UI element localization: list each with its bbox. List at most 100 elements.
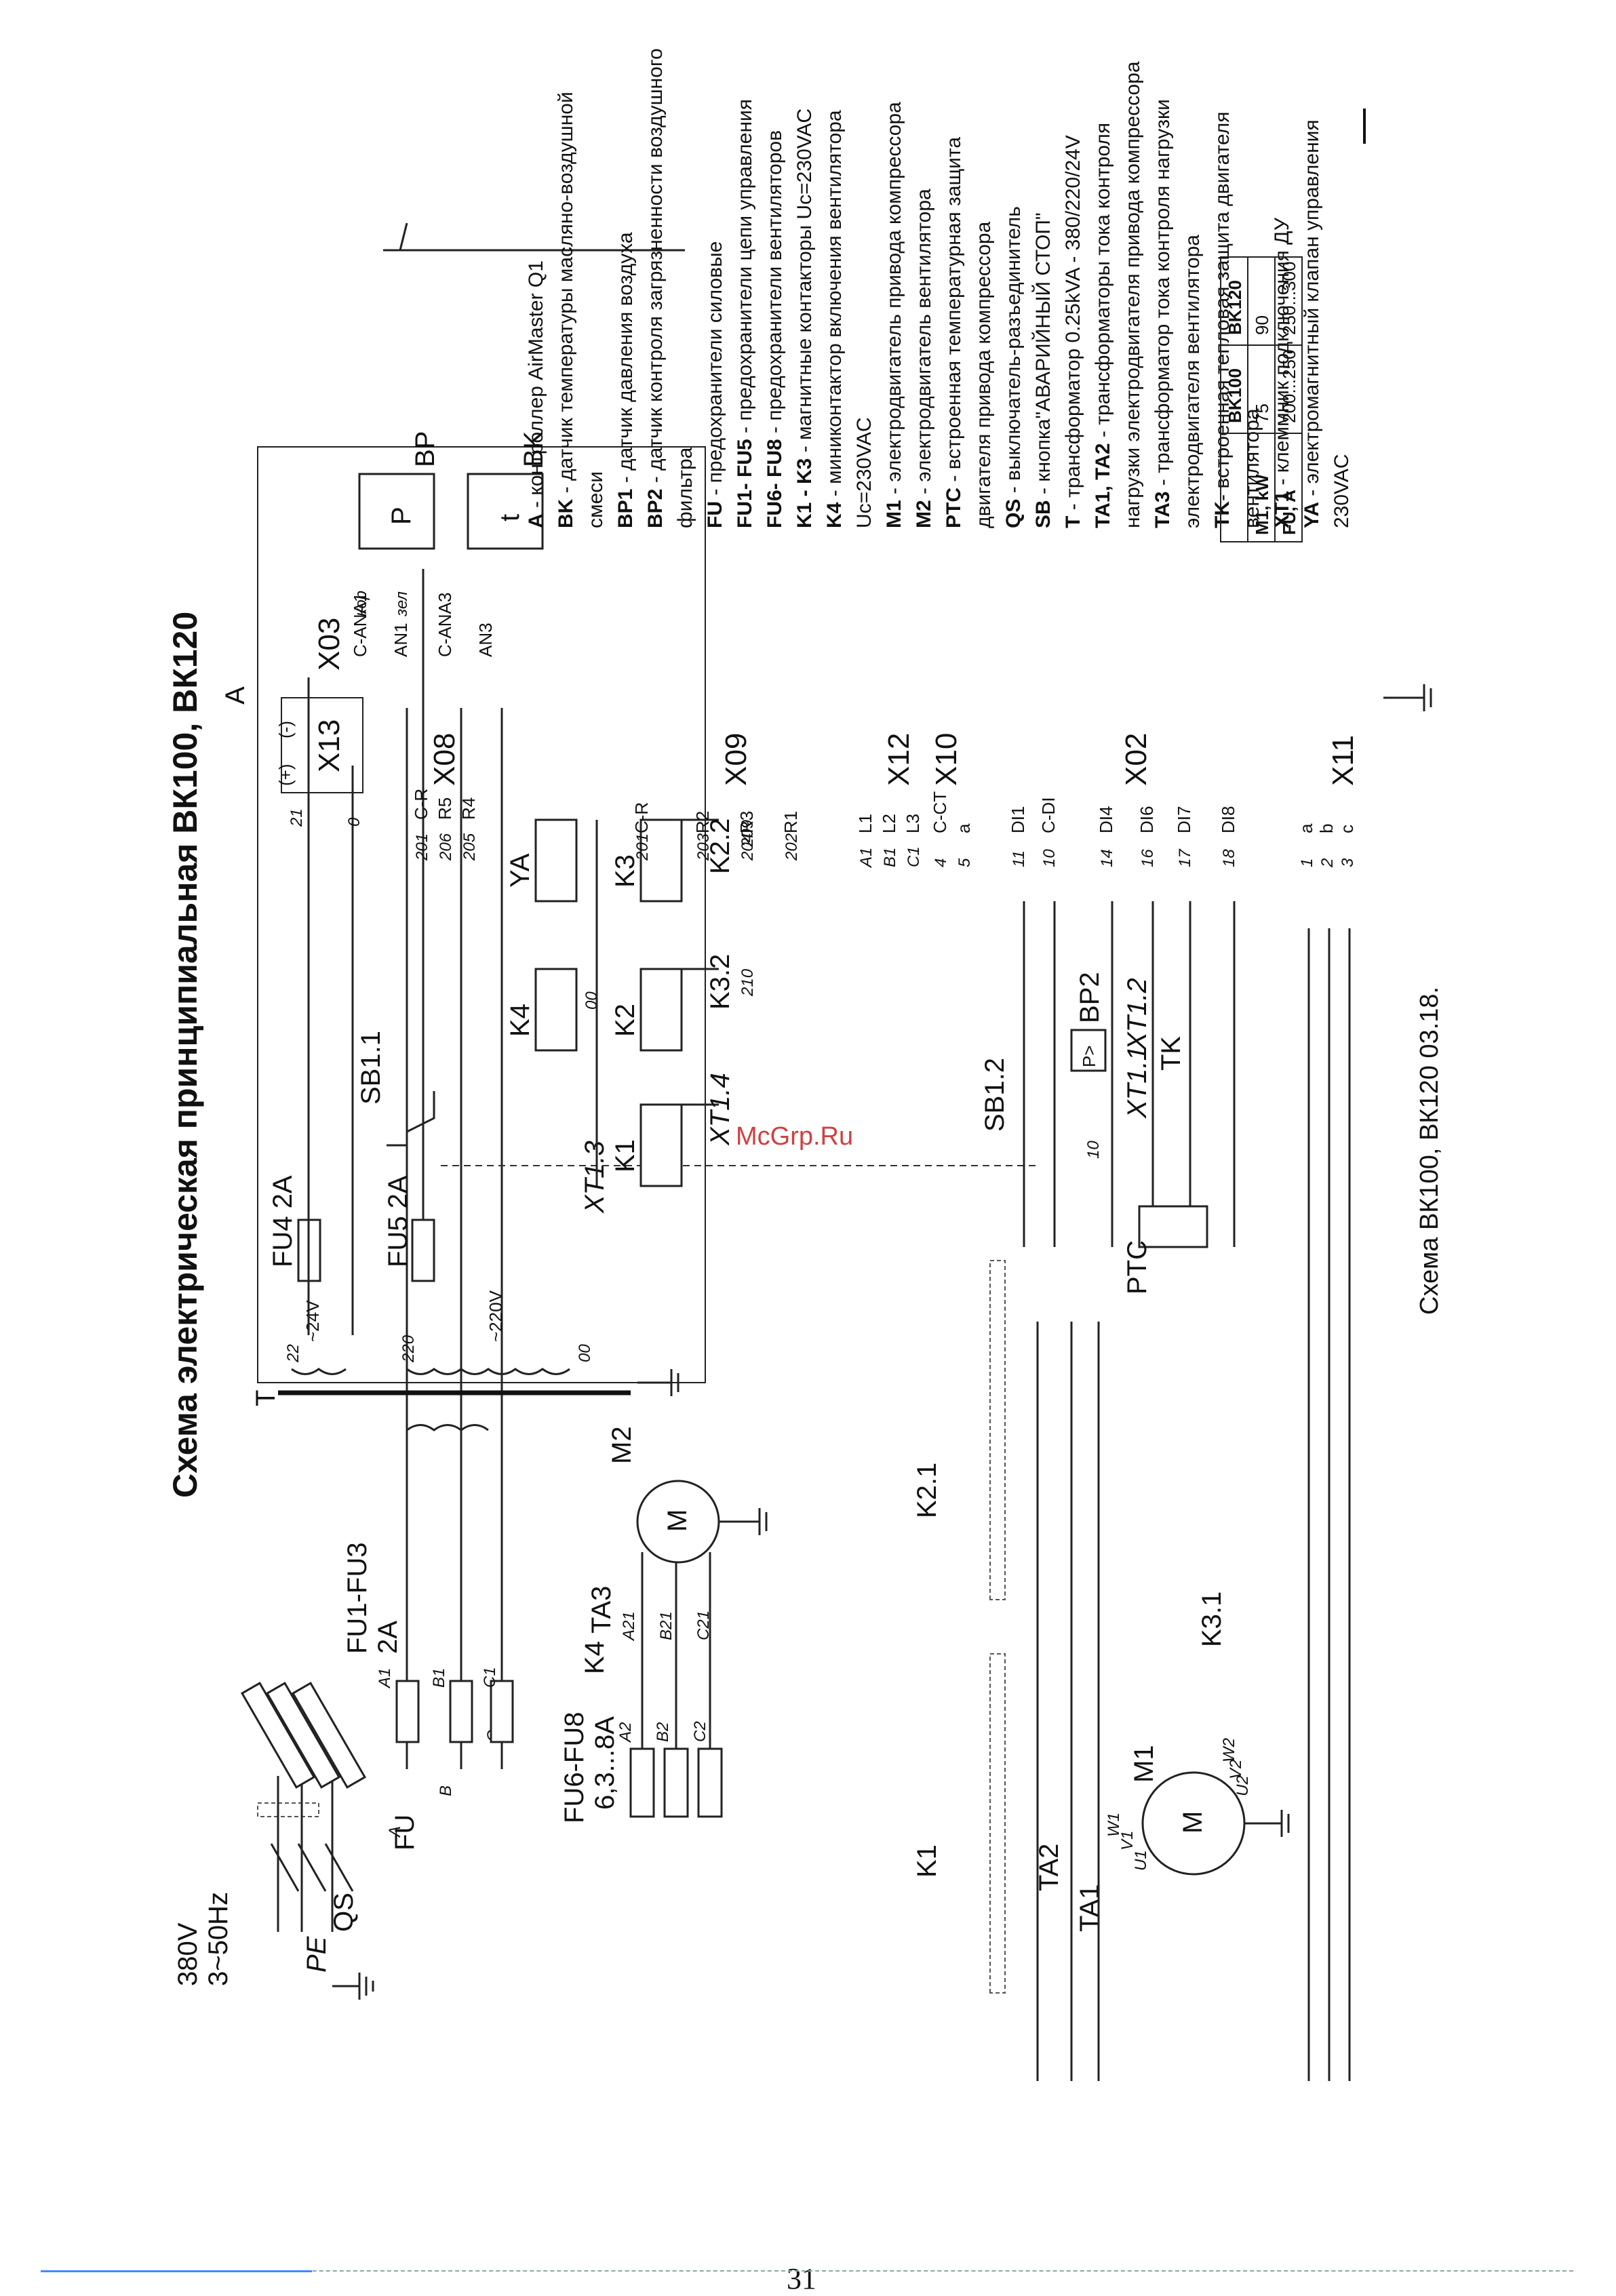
tk-label: TK [1156,1036,1186,1071]
legend-line: смеси [585,471,607,528]
bp2-switch [1070,1029,1107,1072]
wire-b2: B2 [654,1722,672,1742]
legend-desc: - магнитные контакторы Uc=230VAC [793,108,816,458]
table-row1-bk120: 90 [1252,315,1272,335]
x13-pin2: (-) [275,721,296,738]
legend-line: FU1- FU5 - предохранители цепи управлени… [734,99,756,528]
fu1-fu3: FU1-FU3 2A A1 B1 C1 [342,708,514,1743]
wire-10: 10 [1040,849,1059,867]
legend-key: K1 - K3 [793,458,816,528]
sb12-label: SB1.2 [980,1058,1010,1132]
footer-rule [41,2270,1573,2272]
di-circuit: SB1.2 10 P> BP2 XT1.1 XT1.2 TK PTC [980,901,1236,1294]
legend-line: M1 - электродвигатель привода компрессор… [883,102,905,528]
legend-line: SB - кнопка"АВАРИЙНЫЙ СТОП" [1031,212,1055,528]
x11-pin-b: b [1316,824,1337,833]
xt13-label: XT1.3 [580,1141,610,1214]
x12-pin-l2: L2 [879,814,899,833]
coil-k3 [639,818,683,903]
wire-b1: B1 [430,1668,448,1688]
sb11-label: SB1.1 [356,1031,386,1105]
legend-key: FU1- FU5 [734,439,756,528]
x11-pin-a: a [1296,823,1316,833]
x09-pin-r3: R3 [736,811,757,833]
wire-4: 4 [932,858,950,867]
wire-b: B [437,1785,455,1796]
legend-desc: - кнопка"АВАРИЙНЫЙ СТОП" [1031,212,1055,500]
wire-u1: U1 [1132,1850,1150,1871]
fu-fuse-c [291,1682,367,1789]
table-row2-label: FU, A [1279,490,1299,535]
legend-desc: - миниконтактор включения вентилятора [823,110,846,502]
wire-2: 2 [1318,858,1337,868]
bk-label: BK [519,431,549,467]
x03-pin-cana3: C-ANA3 [435,593,455,657]
fu-fuse-a [240,1682,316,1789]
x13-block [281,697,363,793]
legend-desc: - предохранители вентиляторов [764,130,786,439]
fu6-fu8-rating: 6,3...8A [590,1716,620,1810]
k4-coil-label: K4 [505,1004,535,1037]
sb1-1: SB1.1 [356,1031,1038,1166]
x13-name: X13 [313,719,346,772]
k4-contact-label: K4 [580,1641,610,1674]
legend-line: M2 - электродвигатель вентилятора [913,189,935,528]
legend-desc: - электродвигатель привода компрессора [883,102,905,500]
fu1-fu3-rating: 2A [373,1621,403,1654]
wire-5: 5 [955,858,974,867]
legend-line: T - трансформатор 0.25kVA - 380/220/24V [1062,135,1084,528]
legend-desc: - предохранители цепи управления [734,99,756,439]
legend-desc: - встроенная тепловая защита двигателя [1211,112,1234,502]
k1-contact-label: K1 [912,1844,942,1878]
coil-k2 [639,968,683,1052]
ta2-label: TA2 [1034,1844,1064,1891]
xt12-label: XT1.2 [1122,978,1152,1051]
wire-a2: A2 [616,1722,635,1743]
supply-dashed-group [257,1802,319,1817]
fu1-fu3-label: FU1-FU3 [342,1543,372,1654]
x08-pin-r5: R5 [435,797,455,820]
supply-frequency: 3~50Hz [203,1892,233,1986]
legend-line: QS - выключатель-разъединитель [1002,206,1025,528]
wire-201: 201 [413,833,431,861]
legend-key: QS [1002,499,1025,528]
fuse-fu1 [395,1680,420,1743]
legend-desc: - трансформатор 0.25kVA - 380/220/24V [1062,135,1084,516]
wire-zel: зел [393,591,411,617]
wire-205: 205 [460,833,479,861]
wire-210: 210 [738,968,757,997]
x08-pin-r4: R4 [458,797,479,820]
legend-key: YA [1301,502,1323,528]
legend-desc: смеси [585,471,607,528]
v220-label: ~220V [486,1290,506,1342]
legend-line: K4 - миниконтактор включения вентилятора [823,110,846,528]
wire-u2: U2 [1234,1775,1252,1796]
wire-c2: C2 [691,1721,709,1742]
legend-key: FU6- FU8 [764,439,786,528]
fu-fuse-b [265,1682,341,1789]
legend-line: 230VAC [1331,454,1353,528]
legend-key: BP1 [614,489,637,528]
bk-sensor-box [467,473,544,550]
fuse-fu2 [449,1680,473,1743]
wire-b21: B21 [657,1611,675,1640]
m2-label: M2 [607,1426,637,1464]
fuse-fu8 [697,1747,723,1818]
wire-00-t: 00 [576,1344,594,1362]
x02-pin-di7: DI7 [1174,806,1194,833]
t-label: T [251,1390,281,1406]
legend-line: TA3 - трансформатор тока контроля нагруз… [1151,99,1174,528]
fu6-fu8-label: FU6-FU8 [559,1712,589,1823]
legend-line: FU - предохранители силовые [704,241,726,528]
x02-pin-di4: DI4 [1096,806,1116,833]
compressor-circuit: K1 K2.1 K3.1 TA2 TA1 M M1 U1 V1 W1 U2 V2… [912,928,1351,2081]
k1-coil-label: K1 [610,1139,640,1172]
x12-name: X12 [882,733,915,786]
watermark: McGrp.Ru [736,1122,854,1151]
x12-pin-l1: L1 [855,814,875,833]
legend-desc: фильтра [674,447,696,528]
legend-line: BP1 - датчик давления воздуха [614,232,637,528]
legend-key: PTC [943,488,965,528]
fuse-fu7 [663,1747,689,1818]
